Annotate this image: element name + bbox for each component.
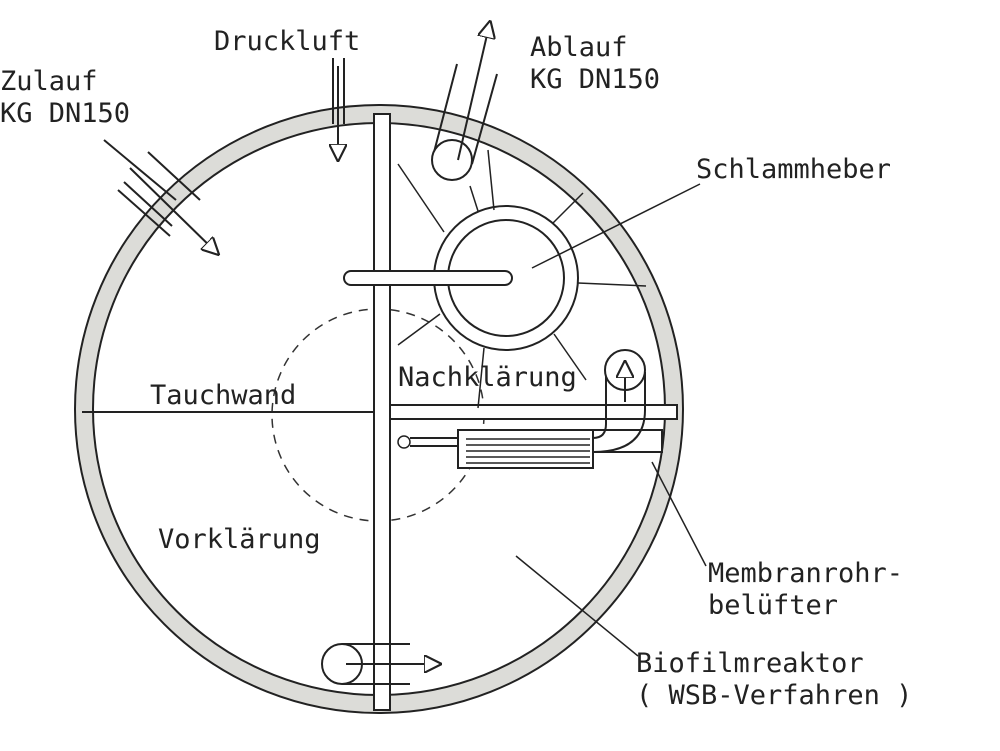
label-nachklaerung: Nachklärung — [398, 362, 577, 393]
label-membran: Membranrohr- — [708, 558, 903, 589]
leader-biofilm — [515, 555, 639, 657]
ablauf-pipe — [431, 22, 498, 181]
label-biofilm-2: ( WSB-Verfahren ) — [636, 680, 912, 711]
label-zulauf: Zulauf — [0, 66, 98, 97]
zulauf-pipe — [103, 139, 218, 254]
label-druckluft: Druckluft — [214, 26, 360, 57]
leader-membran — [651, 461, 707, 567]
label-schlammheber: Schlammheber — [696, 154, 891, 185]
druckluft-pipe — [333, 58, 344, 160]
label-vorklaerung: Vorklärung — [158, 524, 321, 555]
vertical-partition — [373, 113, 391, 711]
label-membran-2: belüfter — [708, 590, 838, 621]
bottom-pipe — [321, 643, 440, 685]
label-ablauf-dn: KG DN150 — [530, 64, 660, 95]
membrane-aerator — [397, 349, 663, 469]
leader-schlammheber — [531, 183, 701, 269]
label-zulauf-dn: KG DN150 — [0, 98, 130, 129]
label-ablauf: Ablauf — [530, 32, 628, 63]
horizontal-partition — [389, 404, 678, 420]
heber-rod — [343, 270, 513, 286]
label-tauchwand: Tauchwand — [150, 380, 296, 411]
label-biofilm: Biofilmreaktor — [636, 648, 864, 679]
